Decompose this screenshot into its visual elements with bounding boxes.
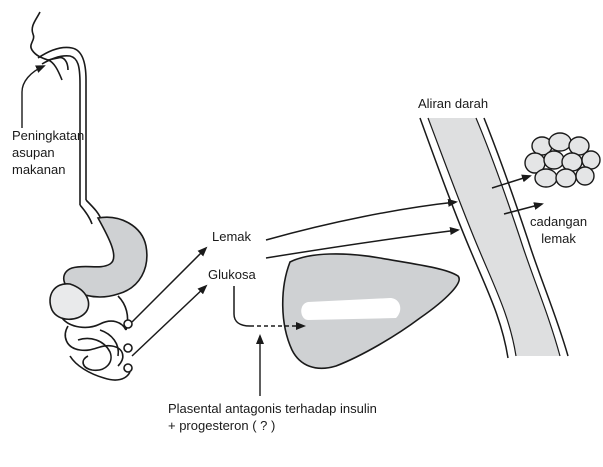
antagonist-label: Plasental antagonis terhadap insulin + p… (168, 400, 377, 434)
liver-icon (283, 254, 459, 368)
intake-arrow (22, 66, 44, 128)
antagonist-label-line-2: + progesteron ( ? ) (168, 417, 377, 434)
fat-cells-icon (525, 133, 600, 187)
fat-storage-label-line-1: cadangan (530, 213, 587, 230)
fat-storage-label-line-2: lemak (530, 230, 587, 247)
intake-label-line-3: makanan (12, 161, 84, 178)
intake-label-line-2: asupan (12, 144, 84, 161)
glucose-label: Glukosa (208, 266, 256, 283)
antagonist-label-line-1: Plasental antagonis terhadap insulin (168, 400, 377, 417)
bloodstream-arrows (266, 202, 458, 258)
fat-storage-label: cadangan lemak (530, 213, 587, 247)
intake-label-line-1: Peningkatan (12, 127, 84, 144)
fat-label: Lemak (212, 228, 251, 245)
blood-flow-label: Aliran darah (418, 95, 488, 112)
intake-label: Peningkatan asupan makanan (12, 127, 84, 178)
